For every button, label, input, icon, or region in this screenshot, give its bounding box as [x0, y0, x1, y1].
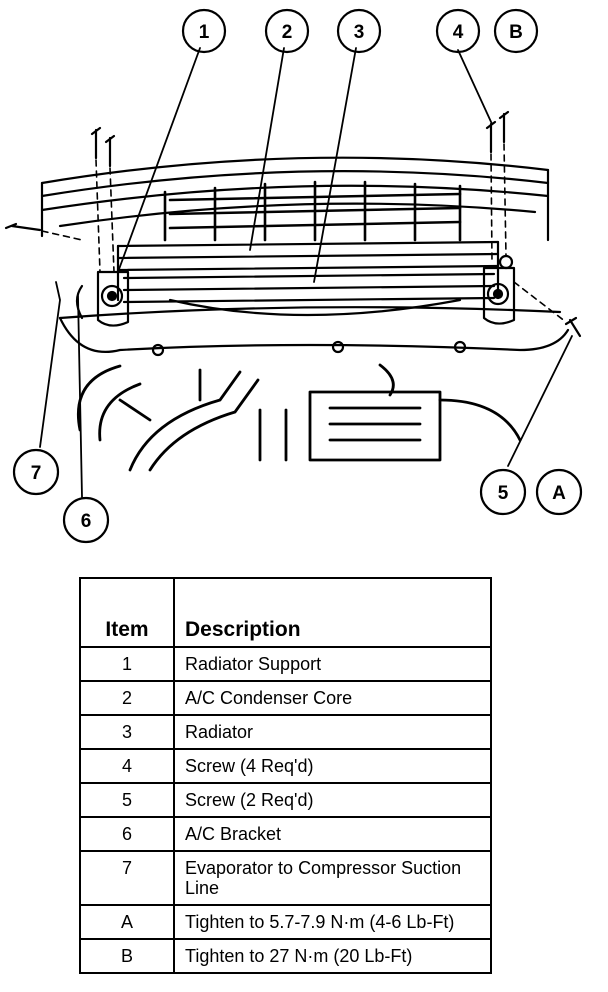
table-row: 5 Screw (2 Req'd) [79, 782, 492, 818]
table-header-row: Item Description [79, 577, 492, 648]
table-row: 6 A/C Bracket [79, 816, 492, 852]
engine-bay [77, 363, 522, 472]
item-cell: 3 [79, 714, 175, 750]
item-cell: 6 [79, 816, 175, 852]
hood-edge [40, 156, 550, 242]
description-cell: A/C Condenser Core [173, 680, 492, 716]
callout-5-label: 5 [498, 483, 509, 504]
callout-1-circle [181, 8, 227, 54]
table-row: 7 Evaporator to Compressor Suction Line [79, 850, 492, 906]
table-row: 4 Screw (4 Req'd) [79, 748, 492, 784]
parts-legend-table: Item Description 1 Radiator Support 2 A/… [79, 577, 492, 974]
callout-5-circle [479, 468, 527, 516]
description-cell: Screw (4 Req'd) [173, 748, 492, 784]
callout-7-circle [12, 448, 60, 496]
radiator-assembly-diagram: 1 2 3 4 B 7 6 5 A [4, 8, 583, 544]
ac-condenser-core [116, 240, 500, 302]
callout-b-label: B [509, 22, 523, 43]
callout-a-circle [535, 468, 583, 516]
callout-b-circle [493, 8, 539, 54]
description-cell: Evaporator to Compressor Suction Line [173, 850, 492, 906]
table-row: 3 Radiator [79, 714, 492, 750]
callout-4-label: 4 [453, 22, 464, 43]
description-cell: Tighten to 27 N·m (20 Lb-Ft) [173, 938, 492, 974]
callout-3-label: 3 [354, 22, 365, 43]
callout-2-circle [264, 8, 310, 54]
radiator-support-lower [58, 306, 570, 357]
callout-3-circle [336, 8, 382, 54]
item-cell: 7 [79, 850, 175, 906]
table-row: B Tighten to 27 N·m (20 Lb-Ft) [79, 938, 492, 974]
screws [4, 110, 582, 338]
description-cell: Screw (2 Req'd) [173, 782, 492, 818]
item-cell: 1 [79, 646, 175, 682]
item-cell: 2 [79, 680, 175, 716]
table-row: 1 Radiator Support [79, 646, 492, 682]
table-row: 2 A/C Condenser Core [79, 680, 492, 716]
callout-7-label: 7 [31, 463, 42, 484]
alignment-dashes [41, 143, 567, 323]
description-column-header: Description [173, 577, 492, 648]
item-cell: 4 [79, 748, 175, 784]
description-cell: Radiator Support [173, 646, 492, 682]
item-cell: 5 [79, 782, 175, 818]
left-mount-bracket [75, 270, 130, 327]
callout-a-label: A [552, 483, 566, 504]
description-cell: A/C Bracket [173, 816, 492, 852]
leader-lines [39, 47, 573, 498]
description-cell: Tighten to 5.7-7.9 N·m (4-6 Lb-Ft) [173, 904, 492, 940]
table-row: A Tighten to 5.7-7.9 N·m (4-6 Lb-Ft) [79, 904, 492, 940]
callout-4-circle [435, 8, 481, 54]
description-cell: Radiator [173, 714, 492, 750]
callout-6-label: 6 [81, 511, 92, 532]
item-cell: B [79, 938, 175, 974]
grille [163, 180, 462, 242]
callout-2-label: 2 [282, 22, 293, 43]
callout-6-circle [62, 496, 110, 544]
callout-1-label: 1 [199, 22, 210, 43]
item-column-header: Item [79, 577, 175, 648]
item-cell: A [79, 904, 175, 940]
